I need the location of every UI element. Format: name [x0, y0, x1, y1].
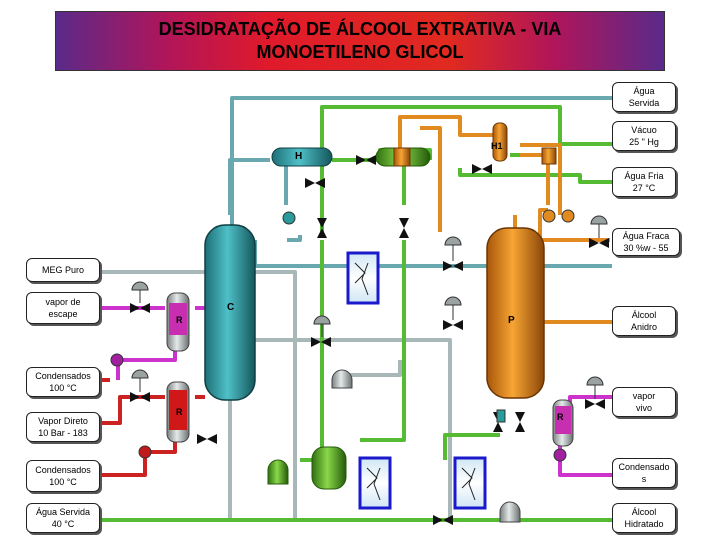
pump-teal: [282, 211, 296, 225]
heat-exchanger-1: [346, 251, 380, 305]
vessel-h1: [492, 122, 508, 162]
valve-icon: [443, 261, 463, 271]
heat-exchanger-2: [358, 456, 392, 510]
valve-icon: [515, 412, 525, 432]
column-p: [486, 227, 545, 399]
actuators: [131, 215, 608, 399]
valve-icon: [399, 218, 409, 238]
valve-icon: [130, 392, 150, 402]
pipe-agua-fraca: [538, 208, 610, 242]
label-h1: H1: [491, 141, 503, 151]
valves: [130, 155, 609, 525]
label-r1: R: [176, 315, 183, 325]
valve-icon: [589, 238, 609, 248]
valve-icon: [443, 320, 463, 330]
pipe-condensados: [100, 440, 177, 477]
label-r3: R: [557, 412, 564, 422]
valve-icon: [317, 218, 327, 238]
label-r2: R: [176, 407, 183, 417]
valve-icon: [197, 434, 217, 444]
condenser-h: [271, 147, 333, 167]
pump-gray-1: [331, 369, 353, 389]
pump-green: [267, 459, 289, 485]
heat-exchanger-3: [453, 456, 487, 510]
valve-icon: [433, 515, 453, 525]
trap-red: [138, 445, 152, 459]
title-banner: DESIDRATAÇÃO DE ÁLCOOL EXTRATIVA - VIA M…: [55, 11, 665, 71]
valve-icon: [585, 399, 605, 409]
pipe-vapor-vivo: [568, 395, 612, 420]
drum-green: [311, 446, 347, 490]
column-c: [204, 224, 256, 401]
pipe-vapor-direto: [100, 395, 165, 425]
trap-magenta: [110, 353, 124, 367]
pipe-agua-fraca-feed: [253, 240, 612, 268]
valve-icon: [472, 164, 492, 174]
label-h: H: [295, 151, 303, 162]
pump-orange-2: [561, 209, 575, 223]
valve-icon: [311, 337, 331, 347]
title-line-1: DESIDRATAÇÃO DE ÁLCOOL EXTRATIVA - VIA: [158, 19, 562, 39]
label-p: P: [508, 315, 515, 326]
pipe-meg: [100, 270, 297, 520]
title-line-2: MONOETILENO GLICOL: [256, 42, 464, 62]
pump-orange-1: [542, 209, 556, 223]
stream-box-meg: MEG Puro: [26, 258, 100, 282]
valve-icon: [305, 178, 325, 188]
valve-icon: [130, 303, 150, 313]
label-c: C: [227, 302, 235, 313]
pump-gray-2: [499, 501, 521, 523]
valve-icon: [356, 155, 376, 165]
trap-magenta-right: [553, 448, 567, 462]
